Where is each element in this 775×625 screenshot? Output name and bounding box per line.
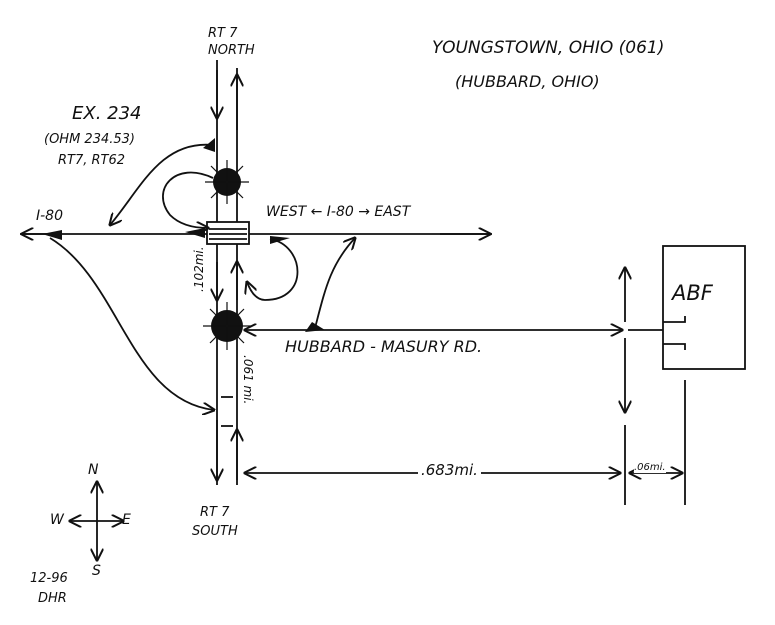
rt7-south-label-1: RT 7	[200, 505, 230, 520]
ramp-nw-loop	[162, 171, 214, 228]
distance-label-4: .06mi.	[634, 462, 666, 473]
i80-overpass	[206, 221, 250, 245]
ramp-se-loop	[247, 238, 299, 301]
ramp-nw-outer	[110, 143, 214, 225]
compass-west: W	[50, 512, 64, 528]
compass-south: S	[92, 563, 101, 579]
footer-date: 12-96	[30, 571, 68, 586]
rt7-north-label-1: RT 7	[208, 26, 238, 41]
footer-author: DHR	[38, 591, 67, 606]
ramp-sw-long	[49, 237, 214, 410]
rt7-north-label-2: NORTH	[208, 43, 255, 58]
map-title: YOUNGSTOWN, OHIO (061)	[432, 38, 665, 58]
traffic-signal-south	[203, 302, 251, 350]
distance-label-2: .061 mi.	[241, 355, 255, 404]
ramp-se-outer	[314, 238, 355, 329]
i80-direction-label: WEST ← I-80 → EAST	[266, 204, 411, 220]
rt7-south-label-2: SOUTH	[192, 524, 238, 539]
abf-label: ABF	[672, 281, 713, 305]
exit-routes: RT7, RT62	[58, 153, 126, 168]
exit-number: EX. 234	[72, 103, 142, 124]
distance-label-3: .683mi.	[418, 463, 481, 478]
map-subtitle: (HUBBARD, OHIO)	[455, 72, 600, 91]
compass-east: E	[122, 512, 131, 528]
hubbard-road-label: HUBBARD - MASURY RD.	[285, 337, 483, 356]
abf-building	[662, 245, 746, 370]
i80-west-label: I-80	[36, 208, 63, 224]
distance-label-1: .102mi.	[192, 246, 206, 292]
compass-north: N	[88, 462, 99, 478]
exit-ohm: (OHM 234.53)	[44, 132, 135, 147]
traffic-signal-north	[205, 160, 249, 204]
